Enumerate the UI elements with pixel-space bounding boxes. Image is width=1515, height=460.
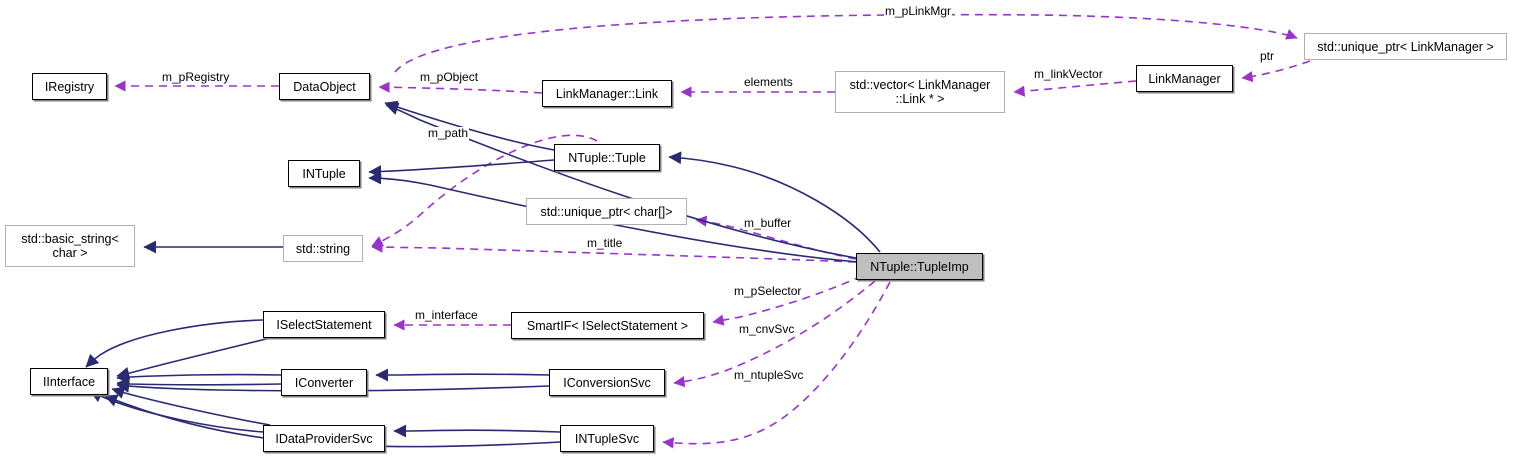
edge-iconversionsvc-iconverter xyxy=(375,368,550,382)
edge-label-m-pselector: m_pSelector xyxy=(733,284,803,298)
node-intuplesvc[interactable]: INTupleSvc xyxy=(560,425,654,452)
edge-label-m-plinkmgr: m_pLinkMgr xyxy=(884,4,953,18)
edge-ntupletuple-intuple xyxy=(368,159,555,178)
edge-label-m-pobject: m_pObject xyxy=(419,70,480,84)
edge-label-m-interface: m_interface xyxy=(414,308,479,322)
node-std-unique-ptr-char-array[interactable]: std::unique_ptr< char[]> xyxy=(526,198,687,225)
edge-label-m-pregistry: m_pRegistry xyxy=(161,70,231,84)
edge-m-pselector xyxy=(712,275,863,326)
node-idataprovidersvc[interactable]: IDataProviderSvc xyxy=(263,425,385,452)
edge-label-m-cnvsvc: m_cnvSvc xyxy=(738,322,796,336)
node-iconverter[interactable]: IConverter xyxy=(281,369,367,396)
edge-tupleimp-ntupletuple xyxy=(668,151,881,253)
edge-iselectstmt-iinterface xyxy=(85,319,264,368)
edge-label-m-ntuplesvc: m_ntupleSvc xyxy=(733,368,805,382)
edge-iconversionsvc-iinterface2 xyxy=(116,379,550,393)
edge-idataprovider-iinterface3 xyxy=(111,386,271,426)
node-dataobject[interactable]: DataObject xyxy=(279,73,370,100)
node-std-basic-string-char[interactable]: std::basic_string< char > xyxy=(5,225,135,267)
inheritance-edges xyxy=(85,100,881,448)
edge-intuplesvc-idataprovider xyxy=(393,424,561,438)
edge-label-m-buffer: m_buffer xyxy=(743,216,793,230)
node-ntuple-tuple[interactable]: NTuple::Tuple xyxy=(554,144,660,171)
edge-m-linkvector xyxy=(1013,80,1137,97)
node-std-string[interactable]: std::string xyxy=(283,235,363,262)
node-linkmanager-link[interactable]: LinkManager::Link xyxy=(542,80,672,107)
node-std-unique-ptr-linkmanager[interactable]: std::unique_ptr< LinkManager > xyxy=(1304,33,1507,60)
edge-tupleimp-dataobject xyxy=(385,102,857,259)
edge-idataprovider-iinterface xyxy=(89,390,264,433)
edge-iconverter-iinterface2 xyxy=(116,377,282,391)
node-iselectstatement[interactable]: ISelectStatement xyxy=(263,311,385,338)
edge-iselectstmt-iinterface2 xyxy=(116,337,271,380)
edge-m-cnvsvc xyxy=(673,280,876,388)
edge-label-m-path: m_path xyxy=(427,126,470,140)
node-iconversionsvc[interactable]: IConversionSvc xyxy=(549,369,665,396)
edge-label-m-title: m_title xyxy=(586,236,624,250)
node-ntuple-tupleimp[interactable]: NTuple::TupleImp xyxy=(856,253,983,280)
edge-label-m-linkvector: m_linkVector xyxy=(1033,67,1104,81)
edge-m-pobject xyxy=(378,81,543,94)
edge-ntupletuple-dataobject xyxy=(384,100,555,151)
edge-m-title xyxy=(371,241,857,263)
edge-label-ptr: ptr xyxy=(1259,49,1276,63)
edge-m-plinkmgr xyxy=(394,13,1298,73)
node-iregistry[interactable]: IRegistry xyxy=(32,73,107,100)
node-std-vector-linkmanager-link-ptr[interactable]: std::vector< LinkManager ::Link * > xyxy=(835,71,1005,113)
edge-m-ntuplesvc xyxy=(662,281,891,449)
edge-iconverter-iinterface xyxy=(116,370,282,384)
edge-ptr xyxy=(1241,60,1311,83)
edge-label-elements: elements xyxy=(743,75,794,89)
node-linkmanager[interactable]: LinkManager xyxy=(1136,65,1233,92)
node-iinterface[interactable]: IInterface xyxy=(30,368,108,395)
node-intuple[interactable]: INTuple xyxy=(288,160,360,187)
node-smartif-iselectstatement[interactable]: SmartIF< ISelectStatement > xyxy=(511,312,704,339)
